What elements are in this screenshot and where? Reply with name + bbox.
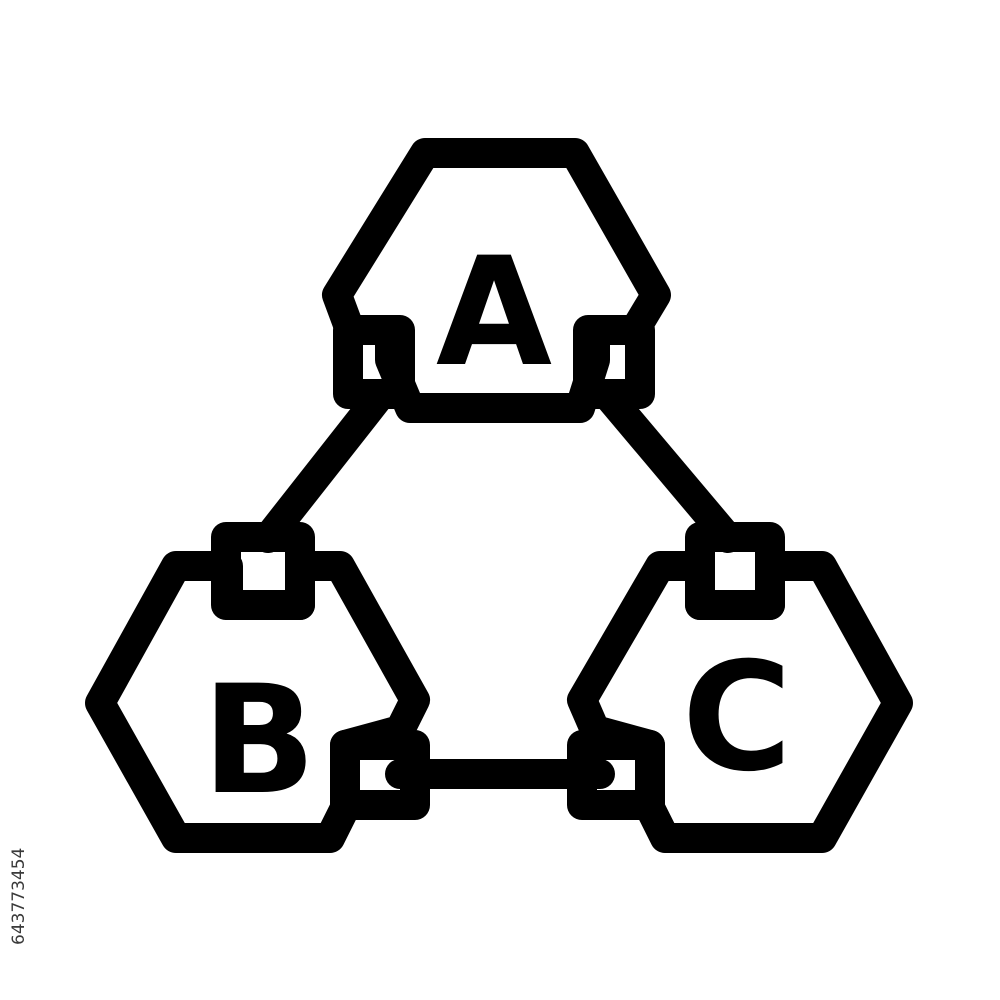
edge-a-b (253, 383, 393, 553)
connector-lines (253, 383, 743, 789)
node-b-label: B (202, 654, 316, 828)
node-b: B (85, 522, 430, 853)
node-a-port-left (333, 315, 415, 409)
node-a: A (322, 138, 671, 423)
node-b-port-top (211, 522, 315, 620)
node-c-label: C (682, 631, 792, 805)
node-b-port-right (330, 730, 430, 820)
node-c: C (567, 522, 913, 853)
node-c-port-top (685, 522, 785, 620)
stock-id-text: 643773454 (9, 848, 29, 945)
node-a-label: A (436, 226, 552, 400)
edge-a-c (595, 383, 743, 553)
node-c-port-left (567, 730, 665, 820)
node-a-port-right (573, 315, 655, 409)
